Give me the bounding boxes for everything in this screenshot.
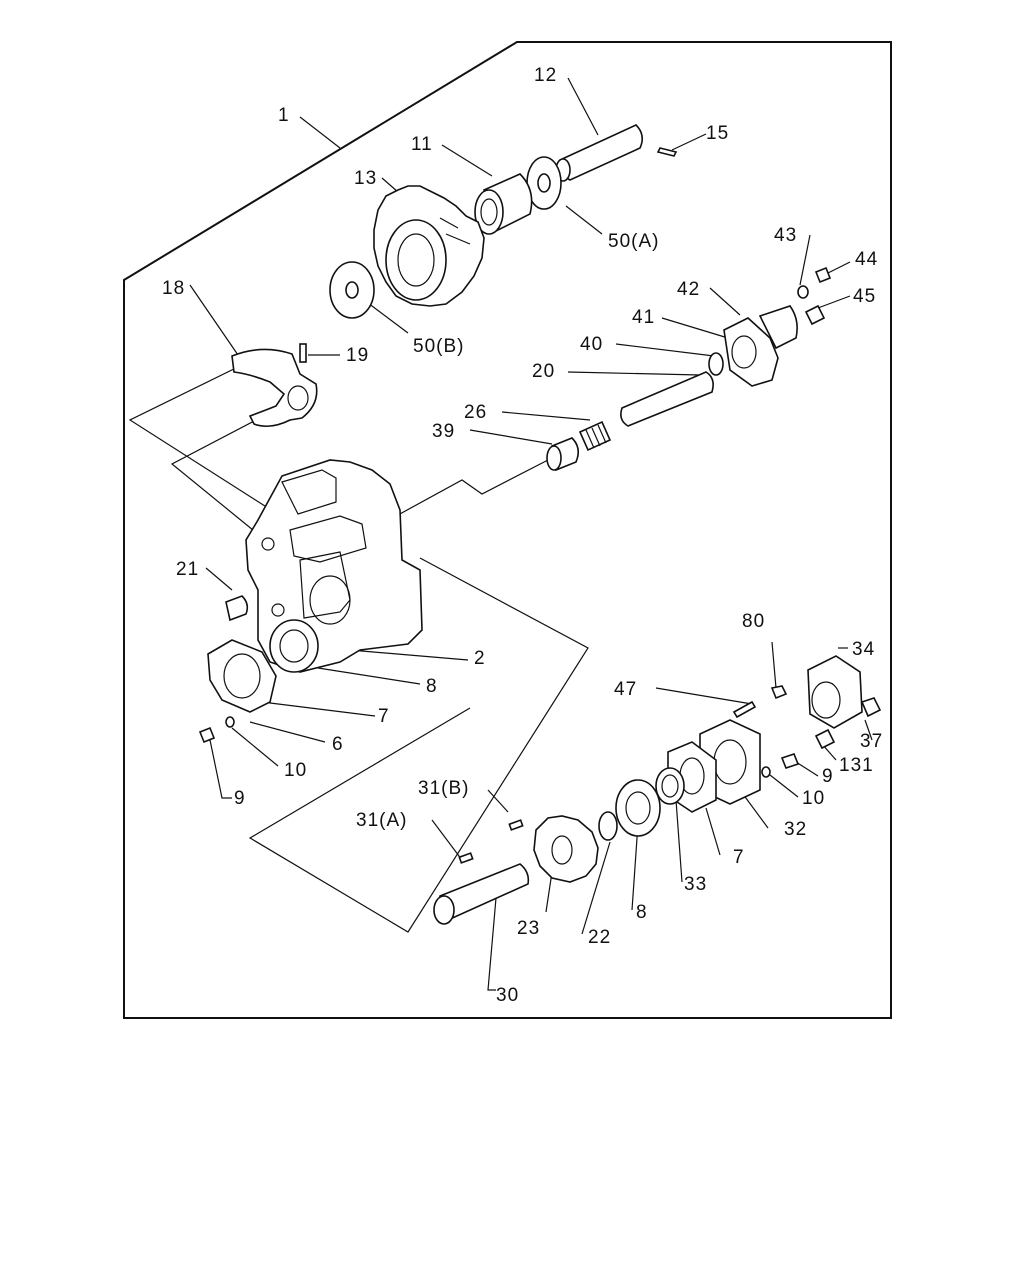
shaft-30 [433,863,530,925]
pin-15 [656,147,678,157]
label-33: 33 [684,874,707,895]
label-2: 2 [474,648,486,669]
spring-26 [578,420,612,452]
label-8-lower: 8 [636,902,648,923]
nut-37 [860,697,882,718]
label-6: 6 [332,734,344,755]
nut-80 [770,685,788,700]
label-18: 18 [162,278,185,299]
label-32: 32 [784,819,807,840]
washer-43 [797,285,809,299]
snap-ring-22 [598,811,618,841]
label-13: 13 [354,168,377,189]
shift-fork-18 [231,348,318,428]
label-31a: 31(A) [356,810,407,831]
label-41: 41 [632,307,655,328]
label-40: 40 [580,334,603,355]
bearing-cover-7-left [207,639,277,713]
bolt-44 [814,266,832,284]
label-12: 12 [534,65,557,86]
bearing-8-lower [615,779,661,837]
stud-47 [732,700,757,719]
label-80: 80 [742,611,765,632]
plug-21 [225,595,249,622]
end-cover-34 [807,655,863,729]
label-9-left: 9 [234,788,246,809]
label-10-left: 10 [284,760,307,781]
gear-23 [533,815,599,883]
keys-31 [458,819,524,864]
label-11: 11 [411,134,433,155]
assembly-frame [123,41,892,1019]
assembly-connector-lines [128,364,589,933]
shift-rod-20 [620,371,714,427]
label-34: 34 [852,639,875,660]
bolt-131 [814,728,836,750]
o-ring-40 [708,352,724,376]
label-7-left: 7 [378,706,390,727]
cover-42 [723,305,798,387]
gear-housing-2 [245,459,423,673]
leader-lines [189,77,873,991]
label-23: 23 [517,918,540,939]
label-10-right: 10 [802,788,825,809]
label-30: 30 [496,985,519,1006]
label-20: 20 [532,361,555,382]
washer-50a [526,156,562,210]
label-1: 1 [278,105,290,126]
needle-bearing-11 [474,173,533,235]
oil-seal-33 [655,767,685,805]
label-47: 47 [614,679,637,700]
label-8-upper: 8 [426,676,438,697]
label-44: 44 [855,249,878,270]
spring-pin-19 [299,343,307,363]
label-9-right: 9 [822,766,834,787]
bearing-8-upper [269,619,319,673]
washer-50b [329,261,375,319]
callout-labels: 1 12 11 15 13 50(A) 43 44 42 45 18 41 50… [162,65,883,1006]
label-45: 45 [853,286,876,307]
label-26: 26 [464,402,487,423]
label-39: 39 [432,421,455,442]
fasteners-left [198,716,235,744]
label-37: 37 [860,731,883,752]
plug-45 [804,304,826,326]
label-43: 43 [774,225,797,246]
label-31b: 31(B) [418,778,469,799]
label-42: 42 [677,279,700,300]
detent-39 [546,437,580,472]
label-21: 21 [176,559,199,580]
label-15: 15 [706,123,729,144]
label-22: 22 [588,927,611,948]
label-7-right: 7 [733,847,745,868]
fasteners-right [761,753,800,778]
label-50a: 50(A) [608,231,659,252]
label-19: 19 [346,345,369,366]
label-131: 131 [839,755,874,776]
shaft-12 [555,124,644,182]
gear-13 [373,185,485,307]
label-50b: 50(B) [413,336,464,357]
